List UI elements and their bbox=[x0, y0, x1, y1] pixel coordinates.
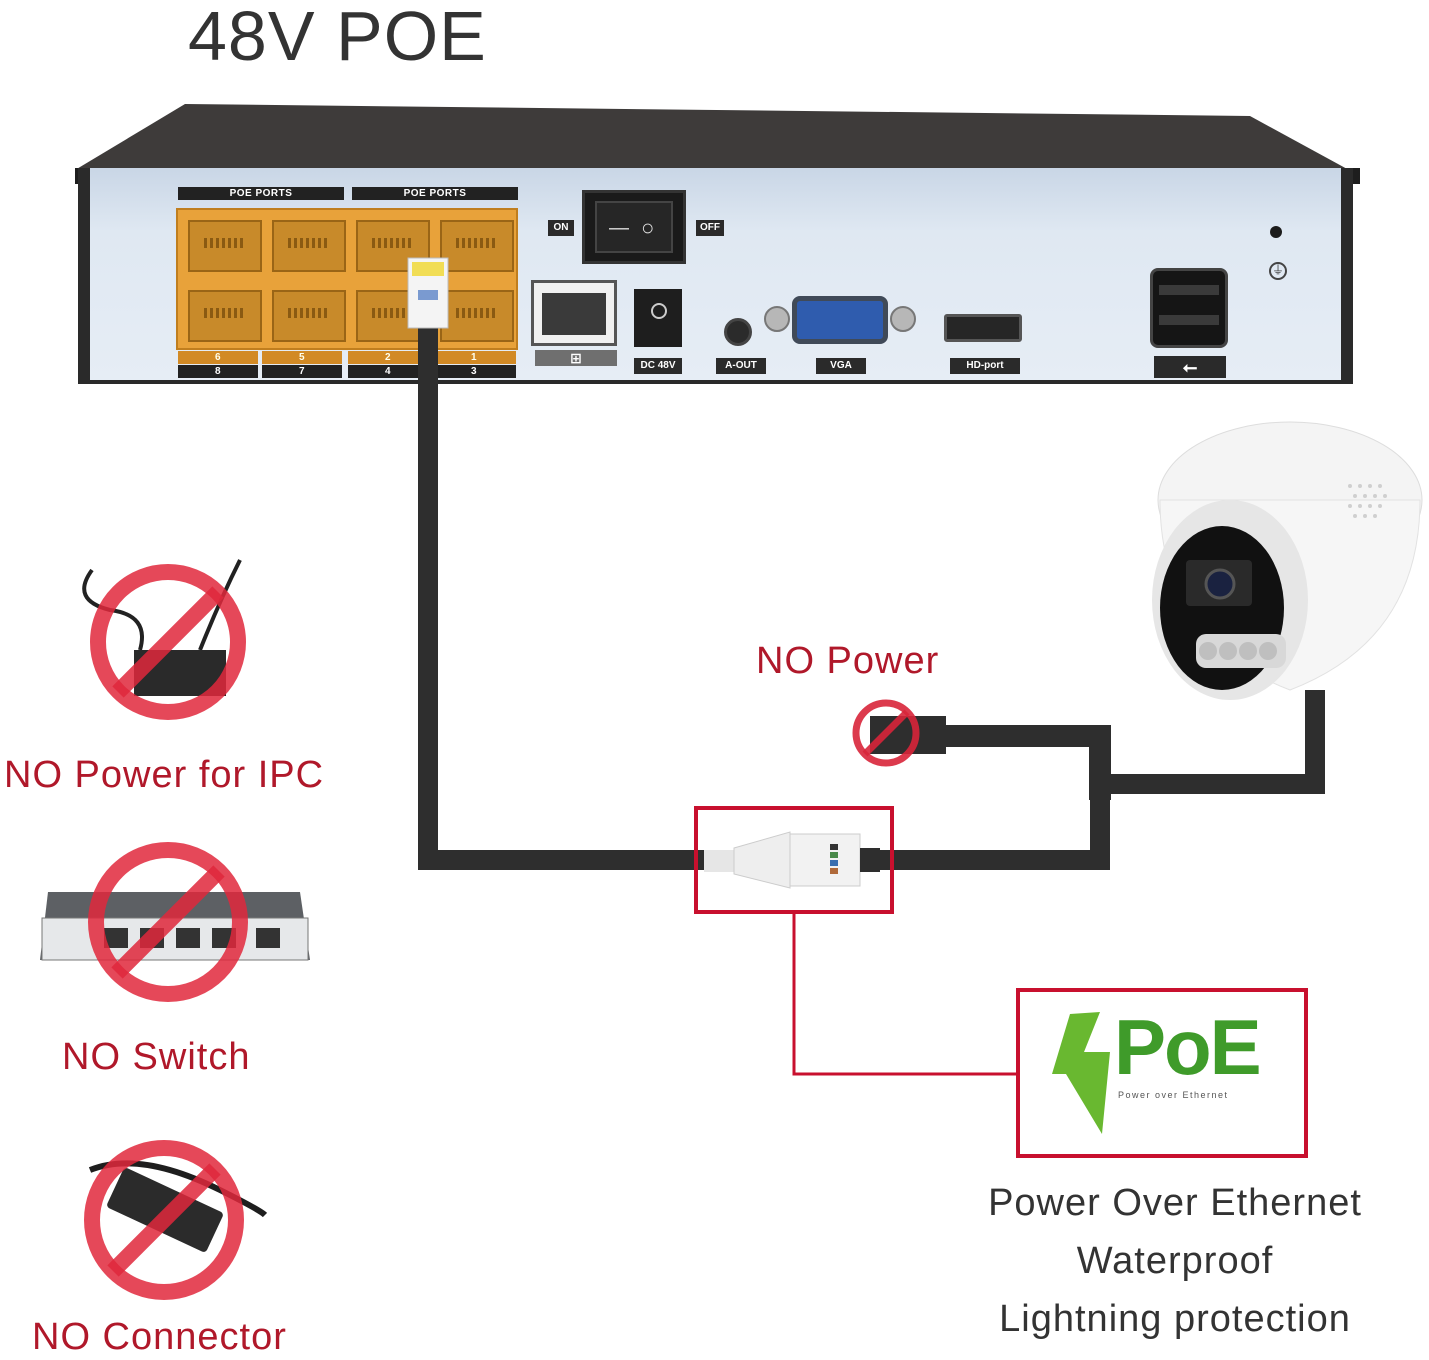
lan-port[interactable] bbox=[531, 280, 617, 346]
poe-ports-label-1: POE PORTS bbox=[178, 187, 344, 200]
hdmi-label: HD-port bbox=[950, 358, 1020, 374]
port-number: 4 bbox=[348, 365, 428, 378]
power-adapter-prohibited-icon bbox=[82, 559, 246, 720]
feature-waterproof: Waterproof bbox=[1076, 1240, 1274, 1282]
status-led bbox=[1270, 226, 1282, 238]
usb-icon: ⭠ bbox=[1154, 356, 1226, 378]
poe-logo-subtitle: Power over Ethernet bbox=[1118, 1090, 1229, 1100]
port-number: 8 bbox=[178, 365, 258, 378]
port-number: 7 bbox=[262, 365, 342, 378]
poe-port[interactable] bbox=[272, 220, 346, 272]
feature-poe: Power Over Ethernet bbox=[988, 1182, 1362, 1224]
poe-port[interactable] bbox=[188, 290, 262, 342]
port-number: 6 bbox=[178, 351, 258, 364]
power-lead-cable bbox=[940, 725, 1111, 800]
poe-logo-box: PoE Power over Ethernet bbox=[1016, 988, 1308, 1158]
dc-power-jack[interactable] bbox=[634, 289, 682, 347]
lightning-bolt-icon bbox=[1052, 1012, 1110, 1134]
switch-on-symbol: — bbox=[609, 217, 629, 239]
leader-line bbox=[792, 912, 1018, 1076]
diagram-title: 48V POE bbox=[188, 0, 487, 75]
usb-ports[interactable] bbox=[1150, 268, 1228, 348]
no-switch-label: NO Switch bbox=[62, 1036, 251, 1078]
no-power-prohibited-icon bbox=[852, 699, 920, 767]
connector-prohibited-icon bbox=[84, 1140, 268, 1300]
poe-ports-block bbox=[176, 208, 518, 350]
port-number: 3 bbox=[432, 365, 516, 378]
port-number: 2 bbox=[348, 351, 428, 364]
dome-camera bbox=[1152, 421, 1423, 700]
switch-off-label: OFF bbox=[696, 220, 724, 236]
no-power-label: NO Power bbox=[756, 640, 940, 682]
aout-label: A-OUT bbox=[716, 358, 766, 374]
switch-prohibited-icon bbox=[40, 842, 310, 1002]
switch-off-symbol: ○ bbox=[641, 215, 655, 240]
lan-icon: ⊞ bbox=[535, 350, 617, 366]
no-connector-label: NO Connector bbox=[32, 1316, 287, 1358]
rj45-connector bbox=[704, 831, 880, 889]
feature-lightning: Lightning protection bbox=[999, 1298, 1351, 1340]
poe-port[interactable] bbox=[272, 290, 346, 342]
poe-ports-label-2: POE PORTS bbox=[352, 187, 518, 200]
port-number: 1 bbox=[432, 351, 516, 364]
poe-port[interactable] bbox=[440, 290, 514, 342]
vga-label: VGA bbox=[816, 358, 866, 374]
poe-port[interactable] bbox=[440, 220, 514, 272]
hdmi-port[interactable] bbox=[944, 314, 1022, 342]
vga-port[interactable] bbox=[764, 296, 916, 344]
port-number: 5 bbox=[262, 351, 342, 364]
switch-on-label: ON bbox=[548, 220, 574, 236]
ground-icon: ⏚ bbox=[1269, 262, 1287, 280]
audio-out-jack[interactable] bbox=[724, 318, 752, 346]
ethernet-cable bbox=[418, 300, 720, 870]
no-power-for-ipc-label: NO Power for IPC bbox=[4, 754, 325, 796]
poe-logo-text: PoE bbox=[1114, 1003, 1262, 1091]
power-switch[interactable]: — ○ bbox=[582, 190, 686, 264]
poe-port[interactable] bbox=[188, 220, 262, 272]
dc-label: DC 48V bbox=[634, 358, 682, 374]
